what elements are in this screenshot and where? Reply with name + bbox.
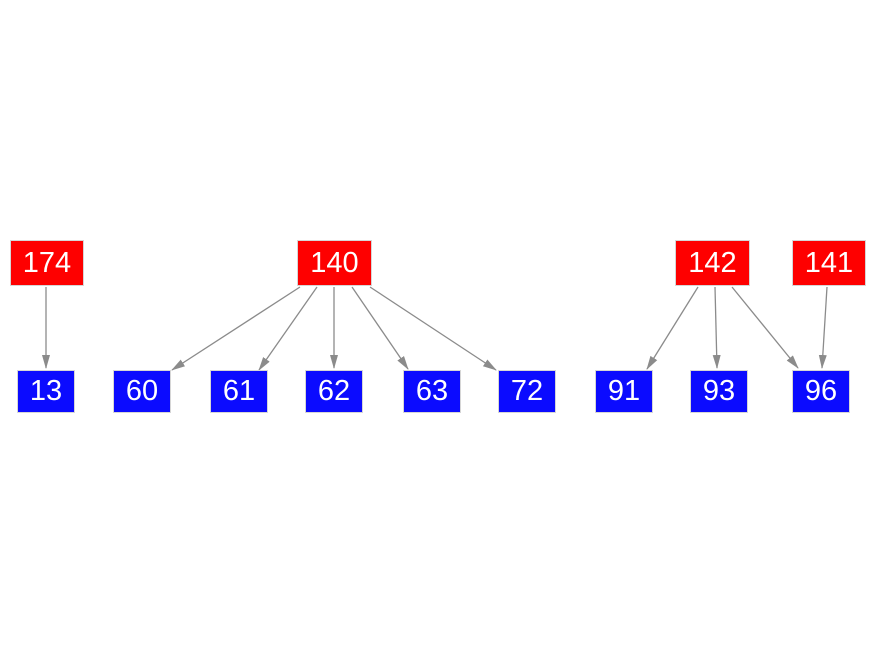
node-142: 142 <box>675 240 750 286</box>
node-140: 140 <box>297 240 372 286</box>
node-62: 62 <box>305 370 363 413</box>
node-13: 13 <box>17 370 75 413</box>
edge-140-60 <box>171 286 301 371</box>
edge-142-93 <box>712 286 721 369</box>
edge-142-96 <box>731 286 799 369</box>
node-93: 93 <box>690 370 748 413</box>
edge-140-61 <box>258 286 318 371</box>
node-174: 174 <box>10 240 84 286</box>
edge-140-63 <box>351 286 409 370</box>
node-63: 63 <box>403 370 461 413</box>
node-60: 60 <box>113 370 171 413</box>
node-91: 91 <box>595 370 653 413</box>
edge-142-91 <box>646 286 699 370</box>
edge-141-96 <box>818 286 828 369</box>
edge-140-72 <box>369 286 497 371</box>
node-141: 141 <box>792 240 866 286</box>
node-72: 72 <box>498 370 556 413</box>
node-96: 96 <box>792 370 850 413</box>
node-61: 61 <box>210 370 268 413</box>
